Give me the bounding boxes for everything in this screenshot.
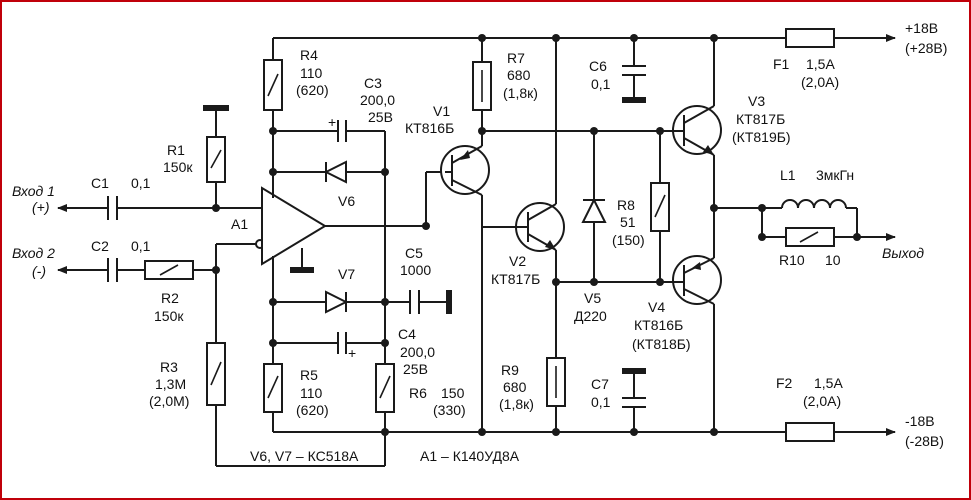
transistor-v4 <box>672 255 722 305</box>
f1-name: F1 <box>773 56 790 72</box>
v1-name: V1 <box>433 103 450 119</box>
c3-name: C3 <box>364 75 382 91</box>
f1-value: 1,5А <box>806 56 835 72</box>
inductor-l1 <box>781 199 847 209</box>
opamp-a1 <box>261 38 426 302</box>
rail-neg-label: -18В <box>905 413 935 429</box>
diode-v5 <box>581 197 607 223</box>
input-1-network <box>57 105 262 220</box>
zener-note: V6, V7 – КС518А <box>250 448 359 464</box>
r10-value: 10 <box>825 252 841 268</box>
r2-value: 150к <box>154 308 184 324</box>
v3-name: V3 <box>748 93 765 109</box>
v4-type: КТ816Б <box>634 317 683 333</box>
r7-value: 680 <box>507 67 531 83</box>
r6-name: R6 <box>409 385 427 401</box>
f1-alt: (2,0А) <box>801 74 839 90</box>
l1-value: 3мкГн <box>816 167 854 183</box>
rail-neg-alt-label: (-28В) <box>905 433 944 449</box>
f2-alt: (2,0А) <box>803 393 841 409</box>
r7-name: R7 <box>507 50 525 66</box>
r3-alt: (2,0М) <box>149 393 189 409</box>
c7-value: 0,1 <box>591 394 611 410</box>
r8-alt: (150) <box>612 232 645 248</box>
v7-name: V7 <box>338 266 355 282</box>
r4-value: 110 <box>300 65 323 81</box>
r3-value: 1,3М <box>155 376 186 392</box>
c7-name: C7 <box>591 376 609 392</box>
negative-rail <box>273 422 896 442</box>
input-2-sign: (-) <box>32 263 46 279</box>
c1-name: C1 <box>91 175 109 191</box>
r9-value: 680 <box>503 379 527 395</box>
opamp-note: A1 – К140УД8А <box>420 448 520 464</box>
labels: +18В (+28В) -18В (-28В) Вход 1 (+) Вход … <box>12 20 947 464</box>
c4-name: C4 <box>398 326 416 342</box>
c4-value: 200,0 <box>400 344 435 360</box>
c1-value: 0,1 <box>131 175 151 191</box>
svg-text:+: + <box>348 345 356 361</box>
c6-name: C6 <box>589 58 607 74</box>
r7-alt: (1,8к) <box>503 85 538 101</box>
c2-value: 0,1 <box>131 238 151 254</box>
v5-name: V5 <box>584 290 601 306</box>
v2-name: V2 <box>509 253 526 269</box>
f2-value: 1,5А <box>814 375 843 391</box>
bias-network <box>556 127 670 286</box>
v4-alt: (КТ818Б) <box>632 336 691 352</box>
r8-name: R8 <box>617 197 635 213</box>
r8-value: 51 <box>620 214 636 230</box>
r9-name: R9 <box>501 362 519 378</box>
fuse-f1 <box>785 28 835 48</box>
rail-pos-alt-label: (+28В) <box>905 40 947 56</box>
f2-name: F2 <box>776 375 793 391</box>
c4-volt: 25В <box>403 361 428 377</box>
driver-stage <box>381 34 678 436</box>
v5-type: Д220 <box>574 308 607 324</box>
r10-name: R10 <box>779 252 805 268</box>
r1-name: R1 <box>167 142 185 158</box>
a1-name: A1 <box>231 216 248 232</box>
upper-bias-branch: + <box>263 59 389 364</box>
input-1-sign: (+) <box>32 199 50 215</box>
r5-name: R5 <box>300 367 318 383</box>
input-1-label: Вход 1 <box>12 183 55 199</box>
v6-name: V6 <box>338 193 355 209</box>
output-stage <box>660 34 896 436</box>
r3-name: R3 <box>160 359 178 375</box>
r6-value: 150 <box>441 385 465 401</box>
r2-name: R2 <box>161 290 179 306</box>
v3-alt: (КТ819Б) <box>732 129 791 145</box>
r6-alt: (330) <box>433 402 466 418</box>
c3-volt: 25В <box>368 109 393 125</box>
r5-value: 110 <box>300 385 323 401</box>
positive-rail <box>273 28 896 48</box>
r5-alt: (620) <box>296 402 329 418</box>
output-label: Выход <box>882 245 924 261</box>
decoupling-caps <box>622 34 646 436</box>
l1-name: L1 <box>780 167 796 183</box>
v1-type: КТ816Б <box>405 120 454 136</box>
c6-value: 0,1 <box>591 76 611 92</box>
v3-type: КТ817Б <box>736 111 785 127</box>
v2-type: КТ817Б <box>491 271 540 287</box>
svg-text:+: + <box>328 114 336 130</box>
v4-name: V4 <box>648 299 665 315</box>
r1-value: 150к <box>163 159 193 175</box>
r9-alt: (1,8к) <box>499 396 534 412</box>
rail-pos-label: +18В <box>905 20 938 36</box>
r4-name: R4 <box>300 47 318 63</box>
fuse-f2 <box>785 422 835 442</box>
r4-alt: (620) <box>296 82 329 98</box>
lower-bias-branch: + <box>263 290 452 432</box>
c3-value: 200,0 <box>360 92 395 108</box>
c5-name: C5 <box>405 245 423 261</box>
c5-value: 1000 <box>400 262 431 278</box>
c2-name: C2 <box>91 238 109 254</box>
input-2-label: Вход 2 <box>12 245 55 261</box>
